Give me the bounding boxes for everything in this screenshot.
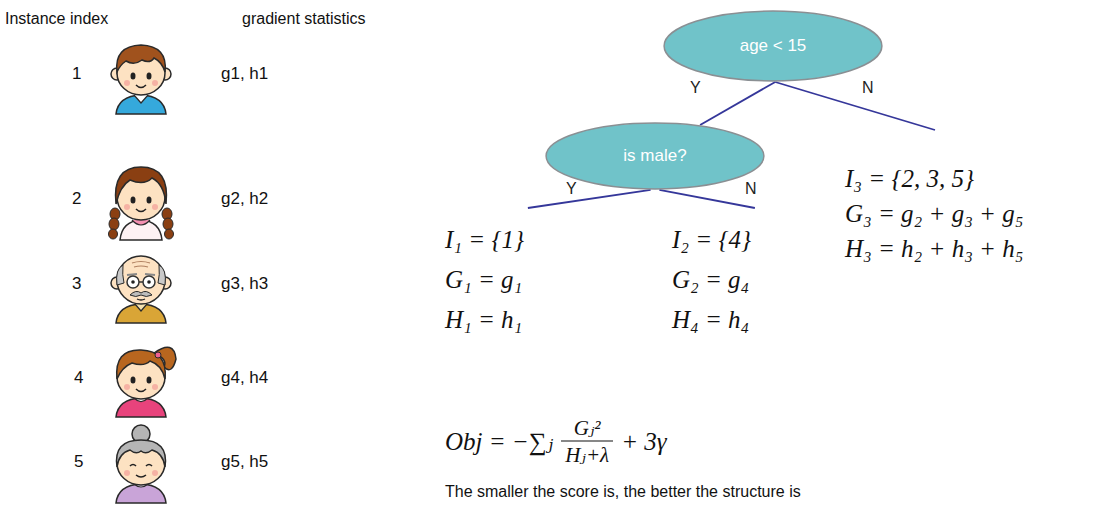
girl-face bbox=[109, 167, 174, 240]
old-man-face bbox=[111, 256, 171, 323]
objective-formula: Obj = −∑ⱼ Gⱼ² Hⱼ+λ + 3γ bbox=[445, 416, 667, 467]
formula-slot: Obj = −∑ⱼ bbox=[445, 427, 553, 456]
gradient-pair: g4, h4 bbox=[221, 368, 268, 388]
leaf-statistics: I₁ = {1} G₁ = g₁ H₁ = h₁ bbox=[445, 208, 528, 335]
leaf-formula: H₃ = h₂ + h₃ + h₅ bbox=[845, 234, 1023, 264]
leaf-formula: H₁ = h₁ bbox=[445, 305, 524, 335]
branch-line bbox=[528, 190, 651, 208]
decision-ellipse: is male? bbox=[545, 122, 765, 190]
leaf-formula: I₁ = {1} bbox=[445, 225, 524, 255]
node-label: is male? bbox=[623, 146, 686, 166]
fraction: Gⱼ² Hⱼ+λ bbox=[561, 416, 613, 467]
leaf-formula: G₁ = g₁ bbox=[445, 265, 524, 295]
leaf-formula: G₃ = g₂ + g₃ + g₅ bbox=[845, 199, 1023, 229]
branch-label: N bbox=[862, 79, 874, 97]
text-label: Instance index bbox=[5, 9, 108, 29]
branch-line bbox=[700, 82, 775, 125]
decision-ellipse: age < 15 bbox=[663, 10, 883, 82]
tree-branch bbox=[775, 82, 935, 130]
formula-term: + 3γ bbox=[621, 427, 666, 454]
tree-branch bbox=[700, 82, 775, 125]
node-label: age < 15 bbox=[740, 36, 807, 56]
fraction-numerator: Gⱼ² bbox=[570, 416, 605, 441]
leaf-formula: I₃ = {2, 3, 5} bbox=[845, 164, 1023, 194]
boy-face bbox=[111, 45, 171, 114]
text-label: gradient statistics bbox=[242, 9, 366, 29]
instance-index: 2 bbox=[72, 189, 81, 209]
branch-label: Y bbox=[690, 79, 701, 97]
formula-term: Gⱼ² bbox=[574, 416, 601, 440]
branch-label: N bbox=[745, 180, 757, 198]
instance-index: 3 bbox=[72, 274, 81, 294]
formula-slot: + 3γ bbox=[621, 427, 666, 455]
girl-face bbox=[116, 347, 176, 417]
leaf-formula: H₄ = h₄ bbox=[672, 305, 751, 335]
tree-branch bbox=[659, 190, 754, 208]
leaf-statistics: I₃ = {2, 3, 5} G₃ = g₂ + g₃ + g₅ H₃ = h₂ +… bbox=[845, 130, 1027, 264]
gradient-pair: g5, h5 bbox=[221, 452, 268, 472]
branch-line bbox=[775, 82, 935, 130]
tree-branch bbox=[528, 190, 651, 208]
old-woman-face bbox=[116, 425, 166, 503]
formula-term: Hⱼ+λ bbox=[565, 443, 609, 467]
instance-index: 1 bbox=[72, 64, 81, 84]
ellipse-shape bbox=[546, 123, 764, 189]
fraction-denominator: Hⱼ+λ bbox=[561, 441, 613, 467]
leaf-formula: G₂ = g₄ bbox=[672, 265, 751, 295]
leaf-statistics: I₂ = {4} G₂ = g₄ H₄ = h₄ bbox=[672, 208, 755, 335]
instance-index: 5 bbox=[74, 452, 83, 472]
gradient-pair: g2, h2 bbox=[221, 189, 268, 209]
instance-index: 4 bbox=[74, 368, 83, 388]
ellipse-shape bbox=[664, 11, 882, 81]
gradient-pair: g1, h1 bbox=[221, 64, 268, 84]
branch-label: Y bbox=[566, 180, 577, 198]
branch-line bbox=[659, 190, 754, 208]
formula-term: Obj = −∑ⱼ bbox=[445, 428, 553, 455]
leaf-formula: I₂ = {4} bbox=[672, 225, 751, 255]
text-label: The smaller the score is, the better the… bbox=[445, 482, 801, 502]
gradient-pair: g3, h3 bbox=[221, 274, 268, 294]
